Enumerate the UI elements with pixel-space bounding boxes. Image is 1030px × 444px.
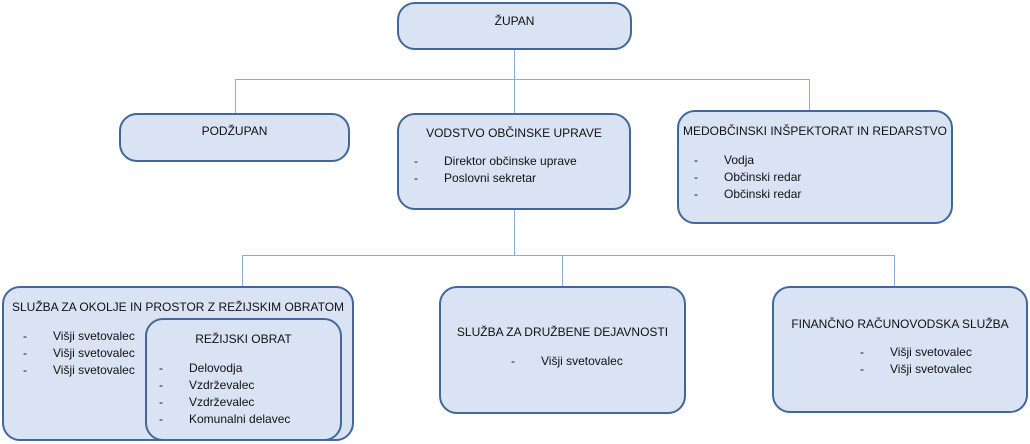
connector-line	[235, 79, 810, 80]
list-item: -Direktor občinske uprave	[414, 154, 577, 168]
list-item: -Višji svetovalec	[511, 354, 623, 368]
financno-box: FINANČNO RAČUNOVODSKA SLUŽBA -Višji svet…	[772, 286, 1028, 413]
connector-line	[514, 210, 515, 255]
list-item: -Poslovni sekretar	[414, 171, 537, 185]
rezijski-box: REŽIJSKI OBRAT -Delovodja -Vzdrževalec -…	[145, 318, 342, 441]
vodstvo-box: VODSTVO OBČINSKE UPRAVE -Direktor občins…	[397, 113, 631, 210]
rezijski-list: -Delovodja -Vzdrževalec -Vzdrževalec -Ko…	[159, 360, 290, 428]
rezijski-title: REŽIJSKI OBRAT	[195, 332, 292, 346]
connector-line	[235, 79, 236, 113]
connector-line	[242, 255, 895, 256]
list-item: -Višji svetovalec	[23, 346, 135, 360]
list-item: -Vodja	[694, 153, 755, 167]
druzbene-box: SLUŽBA ZA DRUŽBENE DEJAVNOSTI -Višji sve…	[439, 286, 686, 414]
zupan-box: ŽUPAN	[397, 2, 632, 50]
list-item: -Vzdrževalec	[159, 378, 255, 392]
vodstvo-list: -Direktor občinske uprave -Poslovni sekr…	[414, 153, 577, 187]
list-item: -Komunalni delavec	[159, 412, 291, 426]
financno-list: -Višji svetovalec -Višji svetovalec	[860, 344, 972, 378]
financno-title: FINANČNO RAČUNOVODSKA SLUŽBA	[791, 317, 1009, 331]
vodstvo-title: VODSTVO OBČINSKE UPRAVE	[426, 126, 602, 140]
medobcinski-title: MEDOBČINSKI INŠPEKTORAT IN REDARSTVO	[682, 124, 948, 138]
list-item: -Višji svetovalec	[860, 345, 972, 359]
zupan-title: ŽUPAN	[494, 14, 535, 28]
list-item: -Občinski redar	[694, 187, 802, 201]
connector-line	[514, 50, 515, 113]
medobcinski-list: -Vodja -Občinski redar -Občinski redar	[694, 152, 801, 203]
list-item: -Delovodja	[159, 361, 243, 375]
list-item: -Vzdrževalec	[159, 395, 255, 409]
list-item: -Višji svetovalec	[23, 329, 135, 343]
podzupan-box: PODŽUPAN	[119, 113, 350, 162]
okolje-list: -Višji svetovalec -Višji svetovalec -Viš…	[23, 328, 135, 379]
connector-line	[894, 255, 895, 286]
list-item: -Občinski redar	[694, 170, 802, 184]
list-item: -Višji svetovalec	[860, 362, 972, 376]
podzupan-title: PODŽUPAN	[201, 124, 268, 138]
medobcinski-box: MEDOBČINSKI INŠPEKTORAT IN REDARSTVO -Vo…	[677, 110, 953, 224]
druzbene-title: SLUŽBA ZA DRUŽBENE DEJAVNOSTI	[456, 325, 669, 339]
list-item: -Višji svetovalec	[23, 363, 135, 377]
connector-line	[562, 255, 563, 286]
connector-line	[242, 255, 243, 286]
connector-line	[809, 79, 810, 110]
okolje-title: SLUŽBA ZA OKOLJE IN PROSTOR Z REŽIJSKIM …	[11, 300, 345, 314]
druzbene-list: -Višji svetovalec	[511, 353, 623, 370]
